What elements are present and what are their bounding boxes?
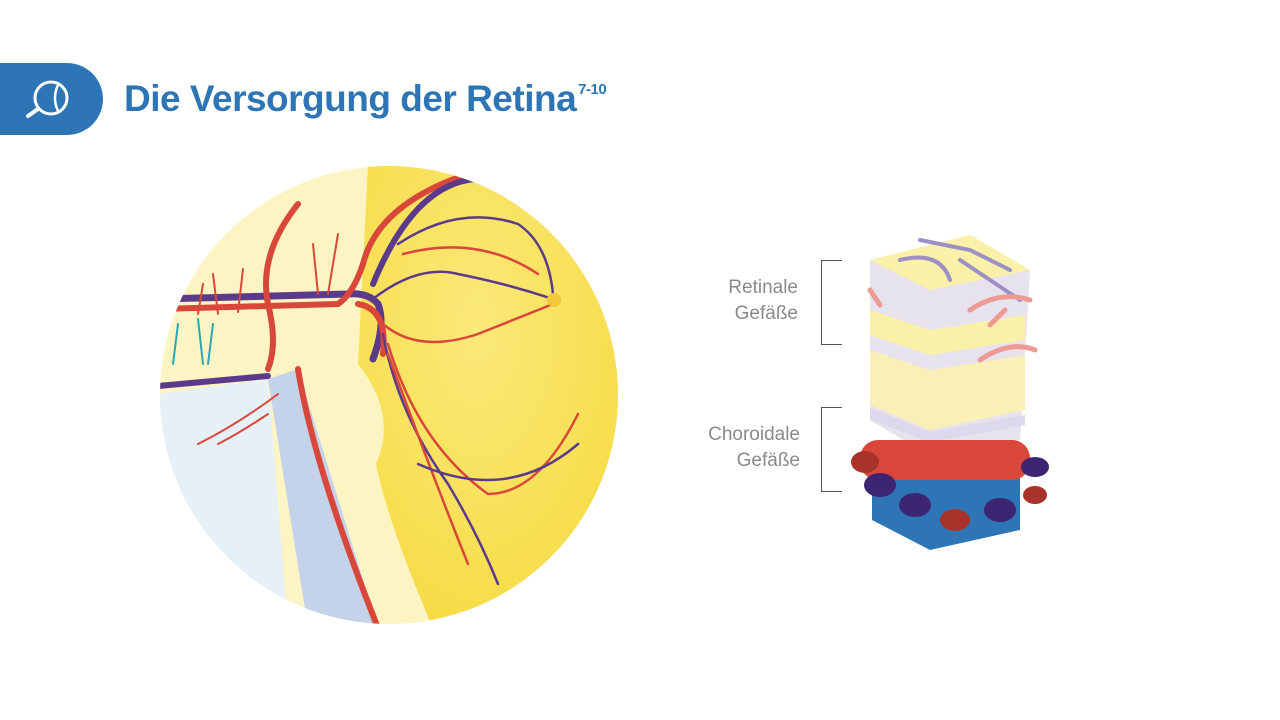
sclera-layer <box>160 379 288 624</box>
retina-area <box>358 166 618 624</box>
bracket-choroidal <box>821 407 842 492</box>
sclera-block <box>872 460 1020 550</box>
header-icon-tab <box>0 63 103 135</box>
rpe-layer <box>870 408 1025 442</box>
title-citation: 7-10 <box>578 80 607 98</box>
retina-layers-illustration <box>851 235 1049 550</box>
choroid-vessels <box>851 440 1049 531</box>
optic-disc <box>547 293 561 307</box>
bracket-retinal <box>821 260 842 345</box>
fundus-illustration <box>160 166 618 624</box>
eye-icon <box>26 80 69 118</box>
